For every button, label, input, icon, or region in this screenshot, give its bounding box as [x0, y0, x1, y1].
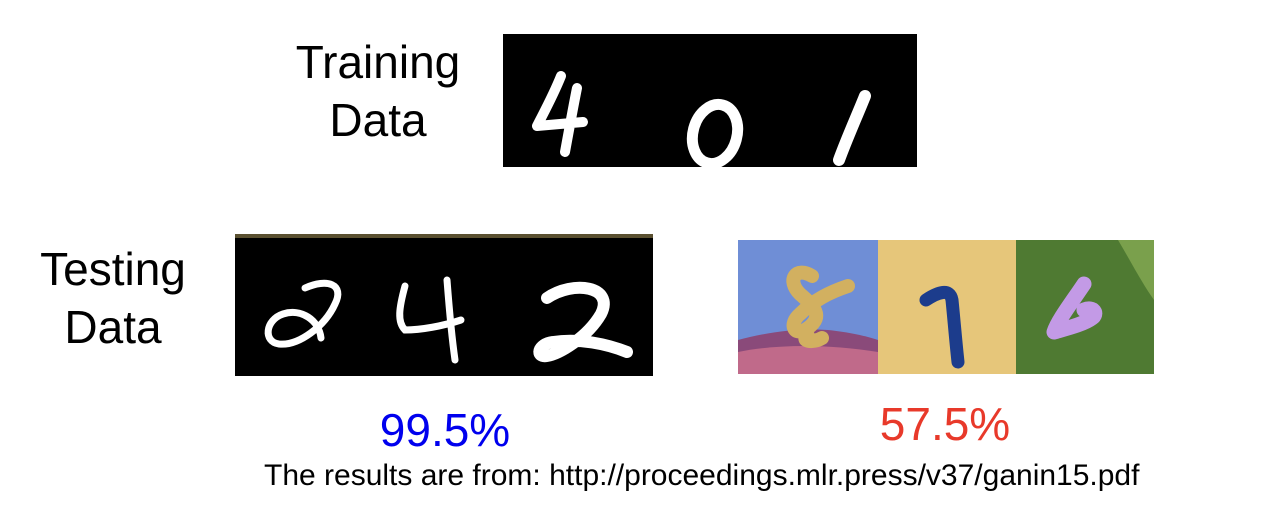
mnist-test-image	[235, 234, 653, 376]
mnist-test-digit-9	[264, 279, 342, 348]
training-digit-0	[686, 98, 744, 167]
training-digits-image	[503, 34, 917, 167]
training-digit-1	[833, 90, 871, 166]
mnist-m-digit-1	[919, 286, 965, 369]
mnist-accuracy: 99.5%	[379, 404, 511, 456]
mnist-test-digit-2	[533, 281, 633, 363]
source-citation: The results are from: http://proceedings…	[264, 459, 1140, 492]
mnist-m-test-image	[738, 240, 1154, 374]
mnist-m-digit-8	[786, 265, 855, 349]
training-label-line1: Training	[295, 36, 461, 88]
testing-label-line2: Data	[64, 301, 162, 353]
testing-data-label: Testing Data	[18, 240, 208, 356]
testing-label-line1: Testing	[40, 243, 186, 295]
training-data-label: Training Data	[268, 33, 488, 149]
mnist-test-digit-4	[396, 276, 465, 364]
training-label-line2: Data	[329, 94, 427, 146]
mnist-m-accuracy: 57.5%	[879, 398, 1011, 450]
training-digit-4	[532, 71, 588, 157]
mnist-m-digit-6	[1046, 276, 1103, 340]
